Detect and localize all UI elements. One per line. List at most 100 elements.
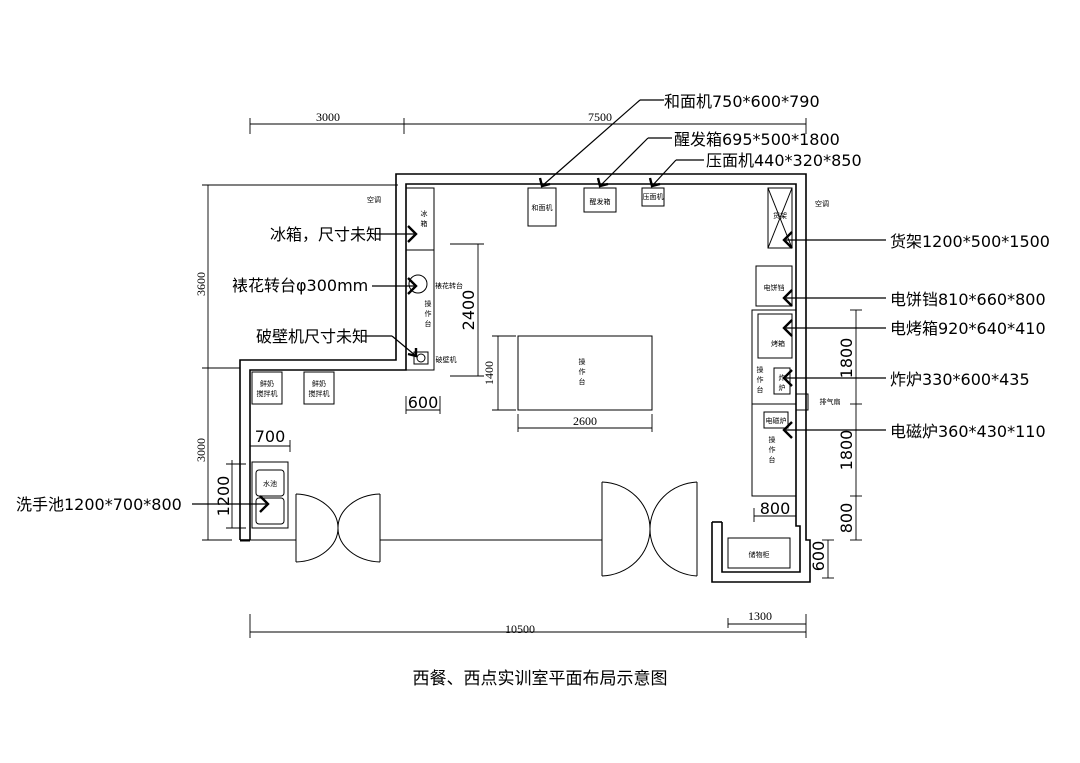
dimension-table: 1400 2600 — [482, 335, 653, 432]
exhaust-fan: 排气扇 — [795, 393, 841, 411]
leader-sheeter — [648, 159, 704, 188]
station-label-2: 作 — [425, 309, 432, 318]
shelf-label: 货架 — [773, 211, 787, 220]
left-double-door — [295, 493, 381, 563]
fryer-label-2: 炉 — [779, 383, 786, 392]
leader-fryer — [782, 369, 886, 387]
proofer-label: 醒发箱 — [590, 197, 611, 206]
dim-station-width: 600 — [408, 393, 439, 412]
leader-blender — [362, 335, 418, 358]
right-station-1-c: 台 — [757, 385, 764, 394]
oven-label: 烤箱 — [771, 339, 785, 348]
fresh-milk-mixers: 鲜奶 搅拌机 鲜奶 搅拌机 — [251, 371, 335, 405]
fridge-label-1: 冰 — [421, 209, 428, 218]
dim-right-width: 800 — [760, 499, 791, 518]
proofer: 醒发箱 — [583, 187, 617, 213]
callout-sheeter: 压面机440*320*850 — [706, 151, 862, 170]
dim-table-width: 2600 — [573, 414, 597, 428]
leader-proofer — [596, 137, 672, 188]
callout-shelf: 货架1200*500*1500 — [890, 232, 1050, 251]
callout-oven: 电烤箱920*640*410 — [890, 319, 1046, 338]
dimension-right: 1800 1800 800 800 600 — [753, 309, 862, 579]
storage-cabinet: 储物柜 — [727, 537, 791, 569]
fresh-milk-1-b: 搅拌机 — [257, 389, 278, 398]
sheeter-label: 压面机 — [643, 192, 664, 201]
dim-cabinet-depth: 600 — [809, 541, 828, 572]
right-double-door — [601, 481, 698, 577]
dim-left-upper: 3600 — [194, 272, 208, 296]
right-station-2-c: 台 — [769, 455, 776, 464]
dim-left-lower: 3000 — [194, 438, 208, 462]
storage-label: 储物柜 — [749, 550, 770, 559]
dimension-left: 3600 3000 — [194, 184, 398, 541]
dim-table-height: 1400 — [482, 361, 496, 385]
diagram-title: 西餐、西点实训室平面布局示意图 — [413, 669, 668, 689]
sink-label: 水池 — [263, 479, 277, 488]
exhaust-label: 排气扇 — [820, 397, 841, 406]
station-label-3: 台 — [425, 319, 432, 328]
induction-label: 电磁炉 — [766, 416, 787, 425]
left-station: 裱花转台 操 作 台 破壁机 — [405, 249, 463, 371]
griddle: 电饼铛 — [755, 265, 793, 307]
callout-turntable: 裱花转台φ300mm — [232, 276, 368, 295]
dim-top-right: 7500 — [588, 110, 612, 124]
center-table: 操 作 台 — [517, 335, 653, 411]
leader-shelf — [782, 231, 886, 249]
station-label-1: 操 — [425, 299, 432, 308]
callout-mixer: 和面机750*600*790 — [664, 92, 820, 111]
center-table-label-2: 作 — [579, 367, 586, 376]
shelf: 货架 — [767, 187, 793, 249]
mixer: 和面机 — [527, 187, 557, 227]
callout-griddle: 电饼铛810*660*800 — [890, 290, 1046, 309]
sink: 水池 — [251, 461, 289, 529]
dim-right-upper: 1800 — [837, 338, 856, 379]
callout-fryer: 炸炉330*600*435 — [890, 370, 1030, 389]
leader-fridge — [374, 225, 418, 243]
dim-sink-height: 1200 — [214, 476, 233, 517]
callout-sink: 洗手池1200*700*800 — [16, 495, 182, 514]
dim-sink-width: 700 — [255, 427, 286, 446]
ac-right-label: 空调 — [815, 199, 829, 208]
right-station-2-a: 操 — [769, 435, 776, 444]
right-station-2-b: 作 — [769, 445, 776, 454]
griddle-label: 电饼铛 — [764, 283, 785, 292]
mixer-label: 和面机 — [532, 203, 553, 212]
dim-right-middle: 1800 — [837, 430, 856, 471]
leader-mixer — [538, 99, 664, 188]
leader-turntable — [372, 277, 418, 295]
callout-blender: 破壁机尺寸未知 — [256, 327, 368, 346]
leader-griddle — [782, 289, 886, 307]
dimension-top: 3000 7500 — [249, 110, 807, 134]
dim-station-height: 2400 — [459, 290, 478, 331]
turntable-label: 裱花转台 — [435, 281, 463, 290]
fridge-label-2: 箱 — [421, 219, 428, 228]
right-station-1-a: 操 — [757, 365, 764, 374]
right-station-2: 电磁炉 操 作 台 — [751, 403, 797, 497]
dimension-station: 2400 600 — [405, 243, 484, 414]
fresh-milk-2-a: 鲜奶 — [312, 379, 326, 388]
callout-proofer: 醒发箱695*500*1800 — [674, 130, 840, 149]
blender-label: 破壁机 — [436, 355, 457, 364]
leader-sink — [192, 495, 270, 513]
callout-induction: 电磁炉360*430*110 — [890, 422, 1046, 441]
blender-icon — [413, 351, 429, 365]
dimension-bottom: 10500 1300 — [249, 609, 807, 638]
right-station-1-b: 作 — [757, 375, 764, 384]
dim-bottom-total: 10500 — [505, 622, 535, 636]
fresh-milk-1-a: 鲜奶 — [260, 379, 274, 388]
dimension-sink: 1200 700 — [214, 427, 291, 529]
fresh-milk-2-b: 搅拌机 — [309, 389, 330, 398]
leader-oven — [782, 319, 886, 337]
center-table-label-1: 操 — [579, 357, 586, 366]
callout-fridge: 冰箱，尺寸未知 — [270, 225, 382, 244]
fryer-label-1: 炸 — [779, 373, 786, 382]
dim-top-left: 3000 — [316, 110, 340, 124]
turntable-icon — [408, 274, 428, 294]
center-table-label-3: 台 — [579, 377, 586, 386]
dim-right-lower: 800 — [837, 503, 856, 534]
sheeter: 压面机 — [641, 187, 665, 207]
dim-bottom-right: 1300 — [748, 609, 772, 623]
ac-left-label: 空调 — [367, 195, 381, 204]
leader-induction — [782, 421, 886, 439]
